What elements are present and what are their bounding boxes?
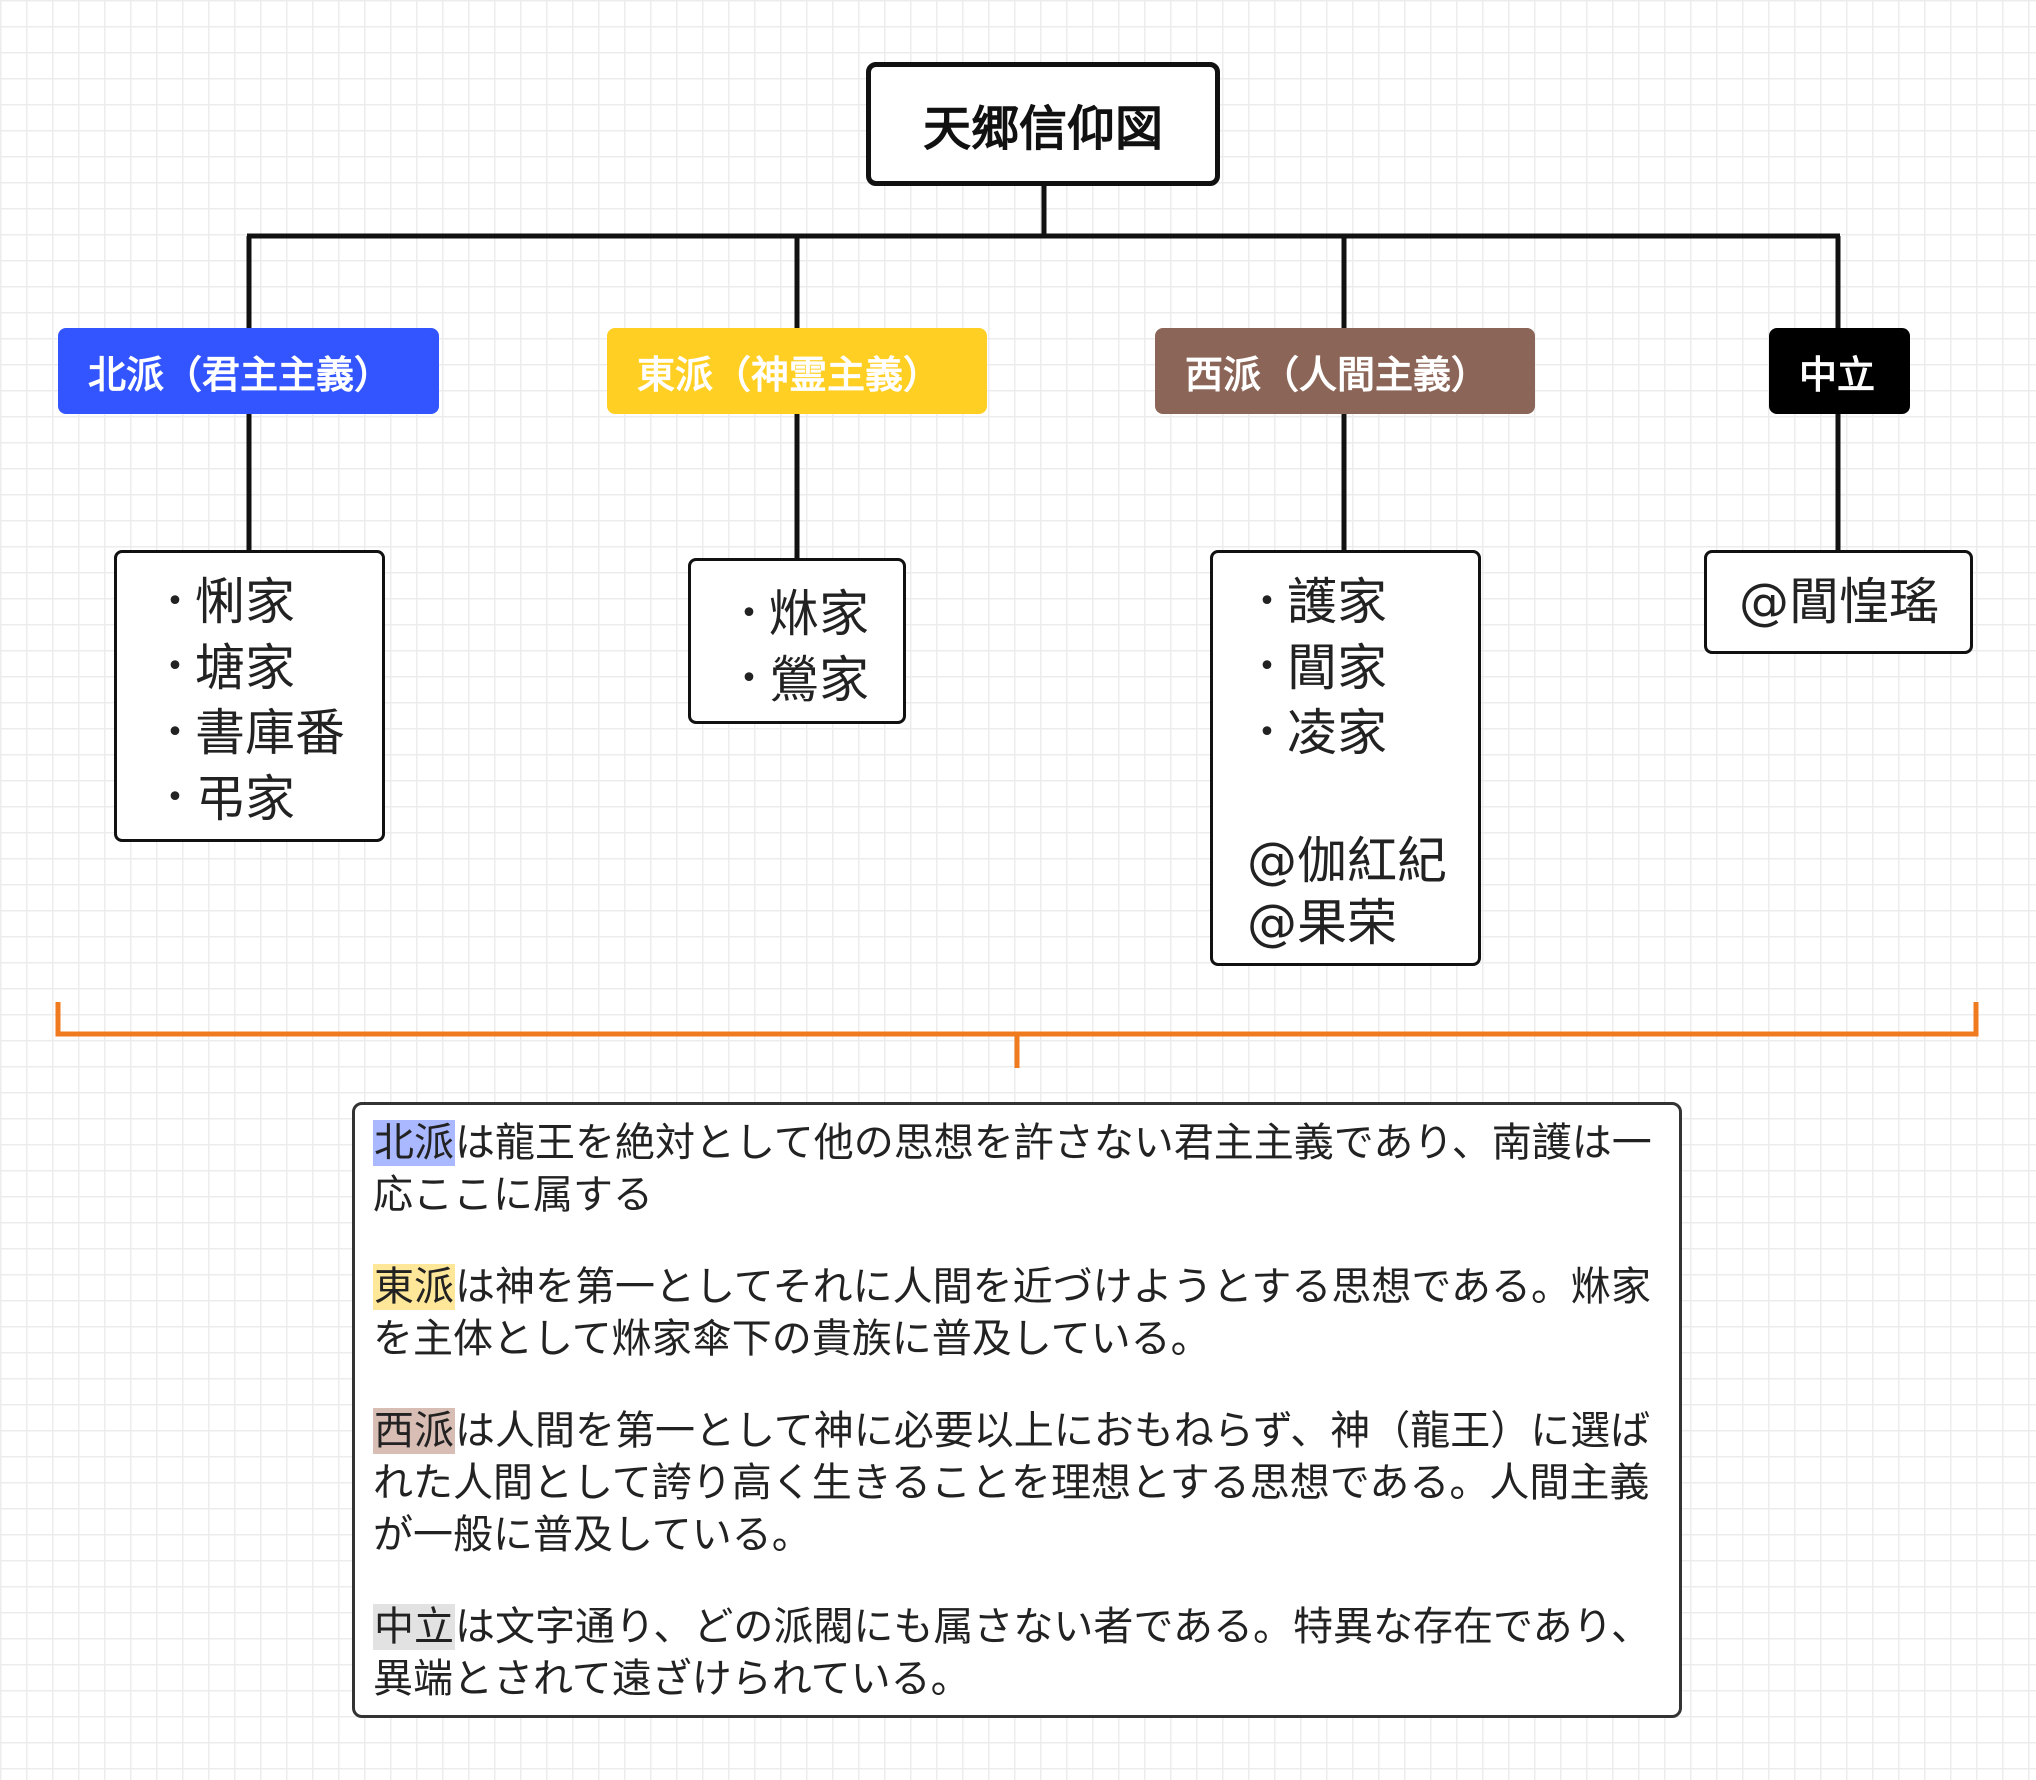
list-item: 護家 [1247,571,1478,637]
description-west: 西派は人間を第一として神に必要以上におもねらず、神（龍王）に選ばれた人間として誇… [373,1405,1661,1561]
diagram-title: 天郷信仰図 [866,62,1220,186]
description-north: 北派は龍王を絶対として他の思想を許さない君主主義であり、南護は一応ここに属する [373,1117,1661,1221]
description-text: は人間を第一として神に必要以上におもねらず、神（龍王）に選ばれた人間として誇り高… [373,1408,1651,1558]
description-text: は龍王を絶対として他の思想を許さない君主主義であり、南護は一応ここに属する [373,1120,1652,1218]
description-text: は文字通り、どの派閥にも属さない者である。特異な存在であり、異端とされて遠ざけら… [373,1604,1651,1702]
description-panel: 北派は龍王を絶対として他の思想を許さない君主主義であり、南護は一応ここに属する … [352,1102,1682,1718]
list-item: 鶯家 [729,649,903,715]
term-highlight-west: 西派 [373,1408,455,1454]
list-item: 悧家 [155,571,382,637]
faction-north-members: 悧家 塘家 書庫番 弔家 [114,550,385,842]
list-item: 閶家 [1247,637,1478,703]
list-item: 書庫番 [155,702,382,768]
faction-east-label: 東派（神霊主義） [607,328,987,414]
description-text: は神を第一としてそれに人間を近づけようとする思想である。烌家を主体として烌家傘下… [373,1264,1651,1362]
member-note: @伽紅紀 [1247,831,1447,890]
member-note: @果荣 [1247,893,1397,952]
faction-neutral-label: 中立 [1769,328,1910,414]
term-highlight-east: 東派 [373,1264,455,1310]
list-item: 塘家 [155,637,382,703]
description-neutral: 中立は文字通り、どの派閥にも属さない者である。特異な存在であり、異端とされて遠ざ… [373,1601,1661,1705]
faction-neutral-members: @閶惶瑤 [1704,550,1973,654]
faction-west-label: 西派（人間主義） [1155,328,1535,414]
member-note: @閶惶瑤 [1739,573,1939,631]
description-east: 東派は神を第一としてそれに人間を近づけようとする思想である。烌家を主体として烌家… [373,1261,1661,1365]
term-highlight-north: 北派 [373,1120,455,1166]
list-item: 烌家 [729,583,903,649]
faction-north-label: 北派（君主主義） [58,328,439,414]
faction-east-members: 烌家 鶯家 [688,558,906,724]
list-item: 凌家 [1247,702,1478,768]
faction-west-members: 護家 閶家 凌家 @伽紅紀 @果荣 [1210,550,1481,966]
term-highlight-neutral: 中立 [373,1604,455,1650]
list-item: 弔家 [155,768,382,834]
orange-bracket [55,1002,1979,1068]
